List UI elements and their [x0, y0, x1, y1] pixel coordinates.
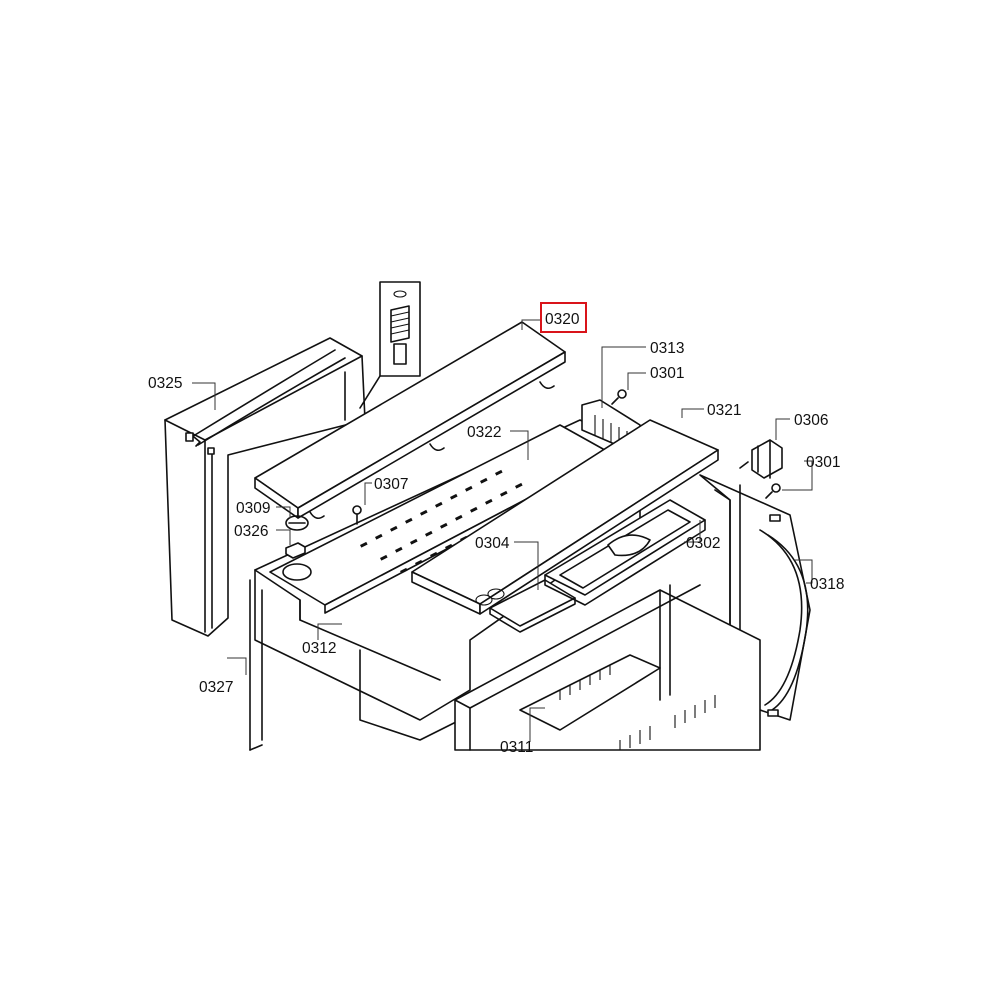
label-0302: 0302 [686, 535, 720, 552]
part-0302-drip-tray [544, 499, 706, 606]
label-0313: 0313 [650, 340, 684, 357]
part-0321-cover [411, 419, 719, 615]
part-0306-switch [739, 439, 783, 479]
label-0320: 0320 [545, 311, 580, 328]
callout-labels: 0320 0313 0301 0325 0321 0306 0322 0301 … [148, 302, 844, 756]
part-0301-screw-a [611, 389, 627, 405]
label-0311: 0311 [500, 739, 533, 756]
label-0326: 0326 [234, 523, 268, 540]
label-0301-right: 0301 [806, 454, 840, 471]
leader-lines [192, 319, 813, 742]
label-0301-top: 0301 [650, 365, 684, 382]
part-0301-screw-b [765, 483, 781, 499]
label-0322: 0322 [467, 424, 501, 441]
label-0304: 0304 [475, 535, 510, 552]
part-0311-lower-housing [454, 584, 761, 751]
label-0312: 0312 [302, 640, 336, 657]
label-0321: 0321 [707, 402, 741, 419]
label-0327: 0327 [199, 679, 233, 696]
part-0325-water-tank [164, 337, 366, 637]
part-0307-screw [352, 505, 362, 525]
label-0309: 0309 [236, 500, 270, 517]
bottom-whitespace [0, 752, 1000, 1000]
part-0309-ring [285, 515, 309, 531]
part-valve-inset [359, 281, 421, 409]
label-0306: 0306 [794, 412, 828, 429]
label-0325: 0325 [148, 375, 182, 392]
part-0318-side-panel [699, 474, 811, 721]
part-0326-block [282, 542, 312, 581]
part-0320-lid-panel [254, 321, 566, 520]
label-0318: 0318 [810, 576, 844, 593]
highlight-box-0320 [540, 302, 587, 333]
part-0304-plate [475, 579, 576, 633]
label-0307: 0307 [374, 476, 408, 493]
